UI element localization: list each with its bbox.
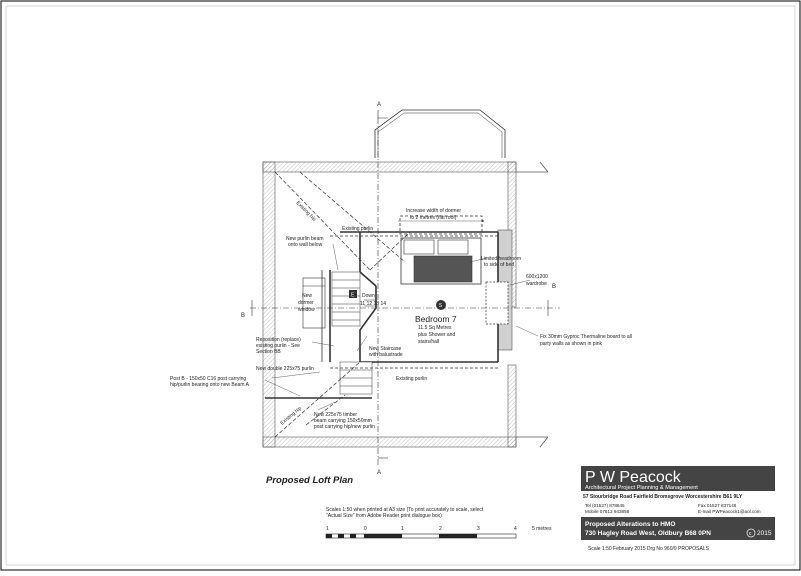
company-tel: Tel (01527) 878845 xyxy=(585,503,625,508)
scale-tick-1: 0 xyxy=(364,526,367,532)
label-existing-purlin-bottom: Existing purlin xyxy=(396,376,427,382)
label-new-timber-3: post carrying hip/new purlin xyxy=(314,424,375,430)
wardrobe xyxy=(485,281,509,325)
label-new-timber-2: beam carrying 150x50mm xyxy=(314,418,372,424)
scale-bar: 1 0 1 2 3 4 5 metres xyxy=(325,526,552,539)
label-dormer-width-1: Increase width of dormer xyxy=(406,208,461,214)
section-mark-b-left: B xyxy=(241,313,245,319)
annotation-labels: Existing hip Existing hip Existing purli… xyxy=(170,200,632,430)
plan-title: Proposed Loft Plan xyxy=(266,475,353,486)
drawing-footer: Scale 1:50 February 2015 Drg No 960/9 PR… xyxy=(588,546,710,552)
scale-tick-2: 1 xyxy=(401,526,404,532)
label-dormer-width-2: to 2 metres (flat roof) xyxy=(410,215,457,221)
label-limited-headroom-2: to side of bed xyxy=(484,262,514,268)
label-new-purlin-beam-1: New purlin beam xyxy=(286,236,324,242)
project-banner xyxy=(581,517,775,540)
label-down: Down xyxy=(362,293,375,299)
dormer-window xyxy=(302,277,326,329)
label-new-double-purlin: New double 225x75 purlin xyxy=(256,366,314,372)
section-mark-b-right: B xyxy=(552,284,556,290)
company-fax: Fax 01527 837146 xyxy=(698,503,737,508)
label-new-dormer-3: window xyxy=(298,307,315,313)
label-reposition-2: existing purlin - See xyxy=(256,343,300,349)
title-block: P W Peacock Architectural Project Planni… xyxy=(581,466,775,552)
staircase xyxy=(331,271,376,395)
scale-tick-3: 2 xyxy=(439,526,442,532)
scale-note-line1: Scales 1:50 when printed at A3 size (To … xyxy=(326,507,484,513)
purlin-lines xyxy=(265,235,498,399)
section-mark-a-bottom: A xyxy=(377,470,381,476)
hip-lines xyxy=(274,171,411,438)
label-new-dormer-2: dormer xyxy=(298,300,314,306)
smoke-detector-letter: S xyxy=(439,303,443,309)
room-area-1: 11.5 Sq Metres xyxy=(418,325,452,331)
dormer-outline xyxy=(399,215,483,235)
company-tagline: Architectural Project Planning & Managem… xyxy=(585,485,698,491)
label-gyproc-1: Fix 30mm Gyproc Thermaline board to all xyxy=(540,334,632,340)
inner-border xyxy=(5,5,796,566)
leader-lines xyxy=(264,243,539,411)
smoke-detector-icon xyxy=(436,300,446,310)
label-existing-purlin-top: Existing purlin xyxy=(342,226,373,232)
label-new-purlin-beam-2: onto wall below xyxy=(288,242,323,248)
scale-unit: 5 metres xyxy=(532,526,552,532)
label-limited-headroom-1: Limited headroom xyxy=(481,256,521,262)
copyright-year: 2015 xyxy=(757,530,772,537)
label-reposition-1: Reposition (replace) xyxy=(256,337,301,343)
label-new-timber-1: New 225x75 timber xyxy=(314,412,357,418)
company-email: E-mail PWPeacock1@aol.com xyxy=(698,509,761,514)
label-wardrobe-1: 600x1200 xyxy=(526,274,548,280)
company-address: 57 Stourbridge Road Fairfield Bromsgrove… xyxy=(583,494,743,500)
label-post-b-2: hip/purlin bearing onto new Beam A xyxy=(170,382,250,388)
label-reposition-3: Section BB xyxy=(256,349,281,355)
label-new-dormer-1: New xyxy=(302,293,312,299)
project-site: 730 Hagley Road West, Oldbury B68 0PN xyxy=(585,530,711,537)
section-line-a xyxy=(377,110,388,465)
section-mark-a-top: A xyxy=(377,102,381,108)
copyright-icon xyxy=(746,528,756,538)
svg-text:c: c xyxy=(749,531,752,537)
label-post-b-1: Post B - 150x50 C16 post carrying xyxy=(170,376,246,382)
room-name: Bedroom 7 xyxy=(415,314,457,324)
project-name: Proposed Alterations to HMO xyxy=(585,521,675,528)
bed xyxy=(400,237,482,285)
stair-marker-letter: E xyxy=(351,293,355,299)
scale-tick-4: 3 xyxy=(477,526,480,532)
company-mobile: Mobile 07813 943858 xyxy=(585,509,630,514)
company-name: P W Peacock xyxy=(585,469,682,486)
label-new-staircase-1: New Staircase xyxy=(369,346,401,352)
room-area-2: plus Shower and xyxy=(418,332,455,338)
label-stair-numbers: 11 12 13 14 xyxy=(360,301,386,307)
room-area-3: stairs/hall xyxy=(418,339,439,345)
scale-note-line2: "Actual Size" from Adobe Reader print di… xyxy=(326,513,442,519)
section-line-b xyxy=(250,300,560,316)
label-wardrobe-2: wardrobe xyxy=(526,281,547,287)
label-new-staircase-2: with balustrade xyxy=(369,352,403,358)
title-block-banner xyxy=(581,466,775,491)
scale-tick-5: 4 xyxy=(514,526,517,532)
scale-tick-0: 1 xyxy=(326,526,329,532)
label-gyproc-2: party walls as shown in pink xyxy=(540,341,602,347)
bay-window-outline xyxy=(374,109,506,158)
stair-marker-box xyxy=(349,290,357,298)
